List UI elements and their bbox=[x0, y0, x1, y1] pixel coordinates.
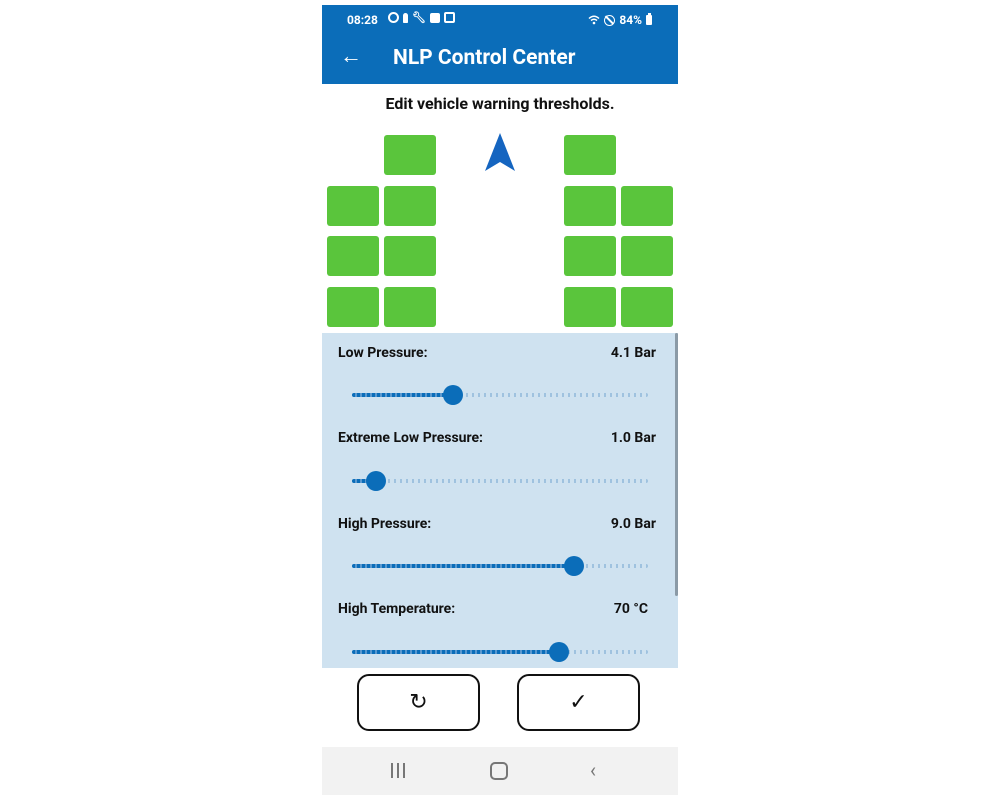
slider-thumb[interactable] bbox=[365, 471, 386, 491]
tire-axle3-left-outer[interactable] bbox=[327, 236, 379, 276]
tire-axle4-right-outer[interactable] bbox=[621, 287, 673, 327]
phone-screen: 08:28 🔧︎ 84% ← NLP Control Center Edit v… bbox=[322, 0, 678, 800]
tire-axle3-right-outer[interactable] bbox=[621, 236, 673, 276]
panel-scrollbar[interactable] bbox=[675, 333, 678, 596]
status-icons-right: 84% bbox=[588, 13, 652, 27]
slider-active-track bbox=[352, 650, 560, 654]
app-bar: ← NLP Control Center bbox=[322, 34, 678, 84]
tire-front-right[interactable] bbox=[564, 135, 616, 175]
wifi-icon bbox=[588, 15, 600, 25]
direction-arrow-icon bbox=[485, 133, 515, 171]
location-circle-icon bbox=[388, 12, 399, 23]
tire-axle2-right-inner[interactable] bbox=[564, 186, 616, 226]
app-title: NLP Control Center bbox=[393, 46, 576, 70]
slider-thumb[interactable] bbox=[442, 385, 463, 405]
tire-axle2-left-outer[interactable] bbox=[327, 186, 379, 226]
slider-label: High Pressure: bbox=[338, 516, 432, 532]
slider-thumb[interactable] bbox=[564, 556, 584, 576]
battery-icon bbox=[646, 13, 652, 25]
wrench-icon: 🔧︎ bbox=[412, 10, 426, 24]
slider-active-track bbox=[352, 393, 453, 397]
refresh-icon: ↻ bbox=[409, 690, 428, 715]
system-nav-bar: ‹ bbox=[322, 747, 678, 795]
status-time: 08:28 bbox=[347, 13, 378, 27]
slider-thumb[interactable] bbox=[549, 642, 570, 662]
checkbox-icon bbox=[429, 12, 440, 23]
slider-value: 1.0 Bar bbox=[610, 430, 656, 446]
checkmark-icon: ✓ bbox=[569, 690, 588, 715]
slider-track[interactable] bbox=[352, 393, 648, 397]
home-icon[interactable] bbox=[490, 762, 508, 780]
tire-axle4-left-inner[interactable] bbox=[384, 287, 436, 327]
slider-track[interactable] bbox=[352, 479, 648, 483]
slider-active-track bbox=[352, 479, 376, 483]
confirm-button[interactable]: ✓ bbox=[517, 674, 640, 731]
image-icon bbox=[443, 12, 455, 23]
slider-value: 9.0 Bar bbox=[610, 516, 656, 532]
tire-axle2-left-inner[interactable] bbox=[384, 186, 436, 226]
reset-button[interactable]: ↻ bbox=[357, 674, 480, 731]
tire-axle2-right-outer[interactable] bbox=[621, 186, 673, 226]
slider-label: High Temperature: bbox=[338, 601, 456, 617]
slider-value: 4.1 Bar bbox=[610, 345, 656, 361]
tire-axle4-left-outer[interactable] bbox=[327, 287, 379, 327]
tire-axle3-right-inner[interactable] bbox=[564, 236, 616, 276]
slider-label: Extreme Low Pressure: bbox=[338, 430, 484, 446]
slider-value: 70 °C bbox=[613, 601, 648, 617]
recent-apps-icon[interactable] bbox=[391, 763, 405, 778]
battery-percent: 84% bbox=[619, 13, 642, 27]
slider-active-track bbox=[352, 564, 574, 568]
nav-back-icon[interactable]: ‹ bbox=[590, 758, 597, 782]
page-subtitle: Edit vehicle warning thresholds. bbox=[385, 94, 615, 113]
back-arrow-icon[interactable]: ← bbox=[340, 44, 362, 69]
do-not-disturb-icon bbox=[604, 14, 616, 26]
slider-label: Low Pressure: bbox=[338, 345, 428, 361]
tire-axle3-left-inner[interactable] bbox=[384, 236, 436, 276]
status-bar: 08:28 🔧︎ 84% bbox=[322, 5, 678, 34]
tire-front-left[interactable] bbox=[384, 135, 436, 175]
tire-axle4-right-inner[interactable] bbox=[564, 287, 616, 327]
key-icon bbox=[403, 12, 408, 23]
status-icons-left: 🔧︎ bbox=[388, 12, 455, 23]
thresholds-panel[interactable]: Low Pressure: 4.1 Bar Extreme Low Pressu… bbox=[322, 333, 678, 668]
